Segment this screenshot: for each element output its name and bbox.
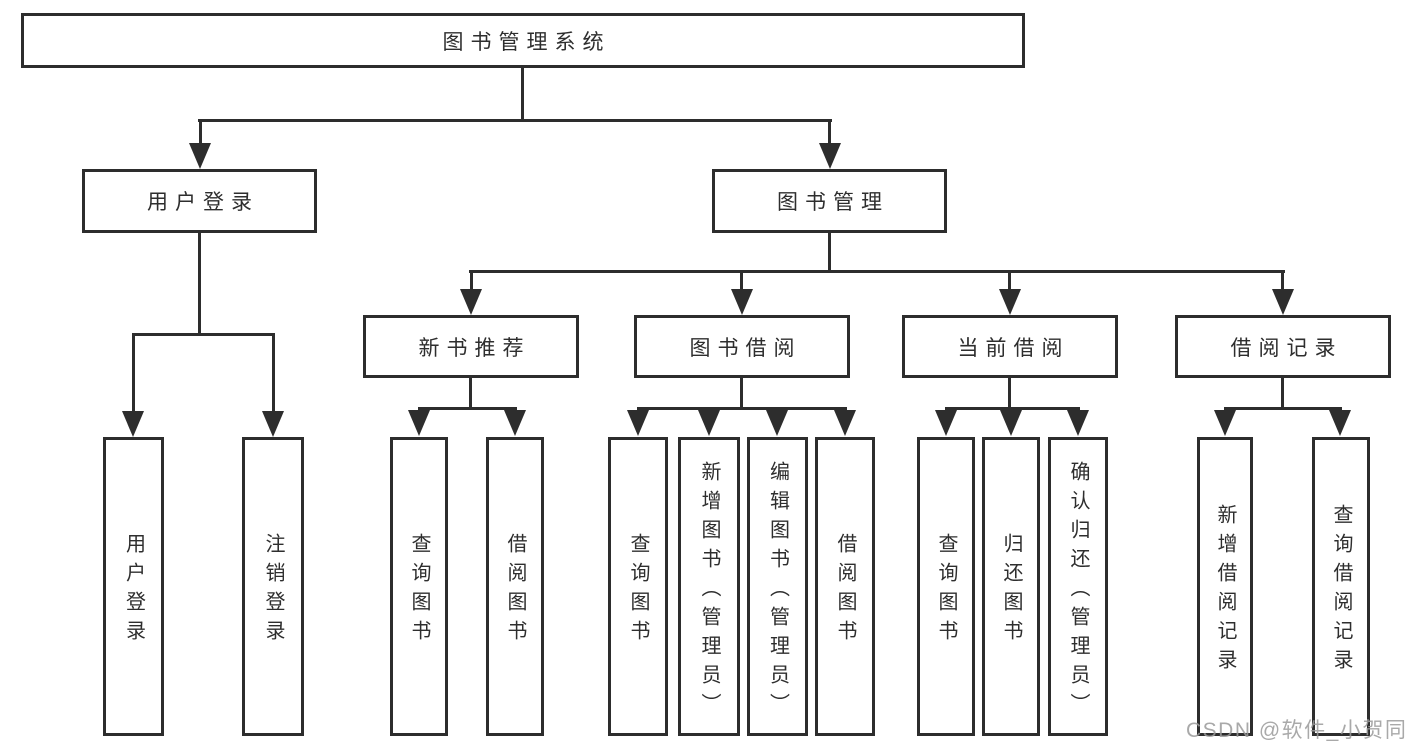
connector-line: [1224, 407, 1342, 410]
arrowhead: [1329, 410, 1351, 436]
leaf-user-login: 用户登录: [103, 437, 164, 736]
connector-line: [740, 378, 743, 410]
node-system-label: 图书管理系统: [442, 30, 611, 54]
arrowhead: [999, 289, 1021, 315]
node-book-management-label: 图书管理: [777, 191, 889, 214]
connector-line: [198, 233, 201, 336]
arrowhead: [1000, 410, 1022, 436]
leaf-add-borrow-record-label: 新增借阅记录: [1214, 504, 1236, 678]
arrowhead: [935, 410, 957, 436]
connector-line: [418, 407, 517, 410]
leaf-user-login-label: 用户登录: [122, 533, 145, 649]
node-current-borrow: 当前借阅: [902, 315, 1118, 378]
leaf-logout-label: 注销登录: [262, 533, 284, 649]
arrowhead: [731, 289, 753, 315]
node-book-management: 图书管理: [712, 169, 947, 233]
connector-line: [132, 333, 275, 336]
arrowhead: [262, 411, 284, 437]
csdn-watermark: CSDN @软件_小贺同学: [1186, 719, 1405, 742]
connector-line: [521, 68, 524, 122]
arrowhead: [189, 143, 211, 169]
node-borrow-record: 借阅记录: [1175, 315, 1391, 378]
leaf-borrow-books-2-label: 借阅图书: [834, 533, 856, 649]
arrowhead: [122, 411, 144, 437]
leaf-query-books-1-label: 查询图书: [408, 533, 430, 649]
arrowhead: [460, 289, 482, 315]
leaf-query-books-1: 查询图书: [390, 437, 448, 736]
arrowhead: [819, 143, 841, 169]
arrowhead: [1067, 410, 1089, 436]
node-system: 图书管理系统: [21, 13, 1025, 68]
node-borrow-record-label: 借阅记录: [1230, 336, 1343, 360]
node-new-book-recommend: 新书推荐: [363, 315, 579, 378]
arrowhead: [408, 410, 430, 436]
connector-line: [469, 378, 472, 410]
arrowhead: [766, 410, 788, 436]
connector-line: [1281, 270, 1284, 292]
connector-line: [272, 333, 275, 411]
leaf-query-borrow-record-label: 查询借阅记录: [1330, 504, 1352, 678]
leaf-confirm-return-admin: 确认归还（管理员）: [1048, 437, 1108, 736]
connector-line: [828, 119, 831, 147]
node-book-borrow: 图书借阅: [634, 315, 850, 378]
leaf-query-books-3: 查询图书: [917, 437, 975, 736]
node-new-book-recommend-label: 新书推荐: [418, 336, 531, 360]
leaf-query-books-2-label: 查询图书: [627, 533, 649, 649]
leaf-query-books-3-label: 查询图书: [935, 533, 957, 649]
node-user-login: 用户登录: [82, 169, 317, 233]
leaf-query-books-2: 查询图书: [608, 437, 668, 736]
node-user-login-label: 用户登录: [147, 191, 259, 214]
connector-line: [199, 119, 202, 147]
arrowhead: [698, 410, 720, 436]
arrowhead: [504, 410, 526, 436]
connector-line: [198, 119, 832, 122]
leaf-borrow-books-1-label: 借阅图书: [504, 533, 526, 649]
arrowhead: [1272, 289, 1294, 315]
arrowhead: [627, 410, 649, 436]
leaf-add-books-admin-label: 新增图书（管理员）: [698, 460, 720, 722]
leaf-add-books-admin: 新增图书（管理员）: [678, 437, 740, 736]
leaf-confirm-return-admin-label: 确认归还（管理员）: [1067, 460, 1089, 722]
leaf-borrow-books-2: 借阅图书: [815, 437, 875, 736]
connector-line: [469, 270, 1285, 273]
connector-line: [828, 233, 831, 273]
leaf-return-books-label: 归还图书: [1000, 533, 1022, 649]
leaf-borrow-books-1: 借阅图书: [486, 437, 544, 736]
node-current-borrow-label: 当前借阅: [957, 336, 1070, 360]
connector-line: [740, 270, 743, 292]
leaf-logout: 注销登录: [242, 437, 304, 736]
connector-line: [945, 407, 1080, 410]
connector-line: [1008, 270, 1011, 292]
arrowhead: [1214, 410, 1236, 436]
connector-line: [637, 407, 847, 410]
leaf-return-books: 归还图书: [982, 437, 1040, 736]
connector-line: [470, 270, 473, 292]
connector-line: [1281, 378, 1284, 410]
leaf-query-borrow-record: 查询借阅记录: [1312, 437, 1370, 736]
leaf-add-borrow-record: 新增借阅记录: [1197, 437, 1253, 736]
leaf-edit-books-admin-label: 编辑图书（管理员）: [766, 460, 789, 722]
leaf-edit-books-admin: 编辑图书（管理员）: [747, 437, 808, 736]
arrowhead: [834, 410, 856, 436]
node-book-borrow-label: 图书借阅: [689, 336, 802, 360]
connector-line: [1008, 378, 1011, 410]
connector-line: [132, 333, 135, 411]
